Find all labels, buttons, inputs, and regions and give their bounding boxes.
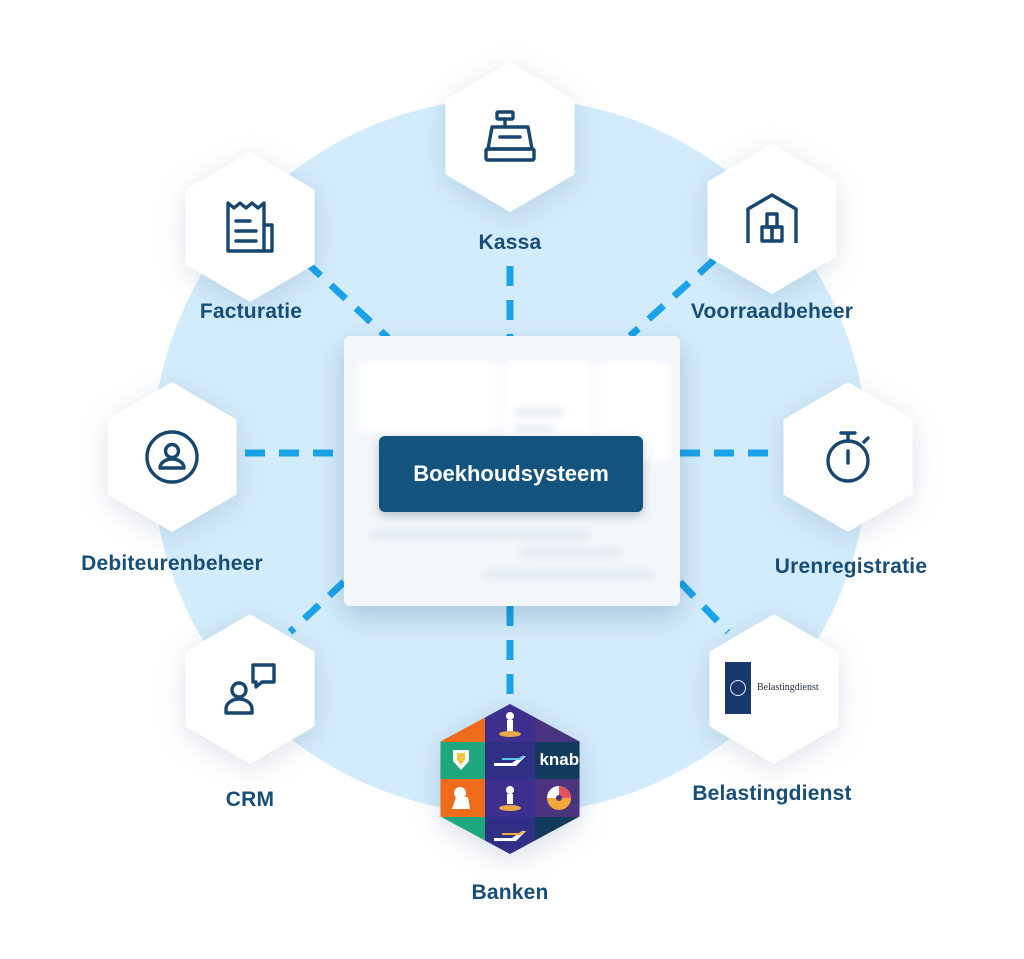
invoice-icon [220,197,280,257]
node-crm[interactable] [175,614,325,764]
belastingdienst-logo-text: Belastingdienst [757,682,819,693]
label-voorraadbeheer: Voorraadbeheer [690,300,854,323]
node-banken[interactable]: knab [436,704,584,854]
node-voorraadbeheer[interactable] [697,144,847,294]
connector-crm [287,579,347,635]
stopwatch-icon [818,427,878,487]
core-system-button[interactable]: Boekhoudsysteem [379,436,643,512]
label-banken: Banken [471,881,549,904]
connector-belastingdienst [677,579,731,635]
connector-voorraadbeheer [627,257,717,339]
label-urenregistratie: Urenregistratie [774,555,928,578]
connector-facturatie [303,259,391,341]
person-chat-icon [220,659,280,719]
label-kassa: Kassa [478,231,542,254]
node-facturatie[interactable] [175,152,325,302]
warehouse-icon [742,189,802,249]
belastingdienst-logo [725,662,751,714]
node-urenregistratie[interactable] [773,382,923,532]
cash-register-icon [480,107,540,167]
label-facturatie: Facturatie [199,300,303,323]
user-circle-icon [142,427,202,487]
label-crm: CRM [225,788,275,811]
label-debiteurenbeheer: Debiteurenbeheer [81,552,263,575]
node-kassa[interactable] [435,62,585,212]
knab-logo-text: knab [539,750,580,770]
bank-logos-mosaic: knab [440,704,580,854]
node-debiteurenbeheer[interactable] [97,382,247,532]
label-belastingdienst: Belastingdienst [692,782,852,805]
